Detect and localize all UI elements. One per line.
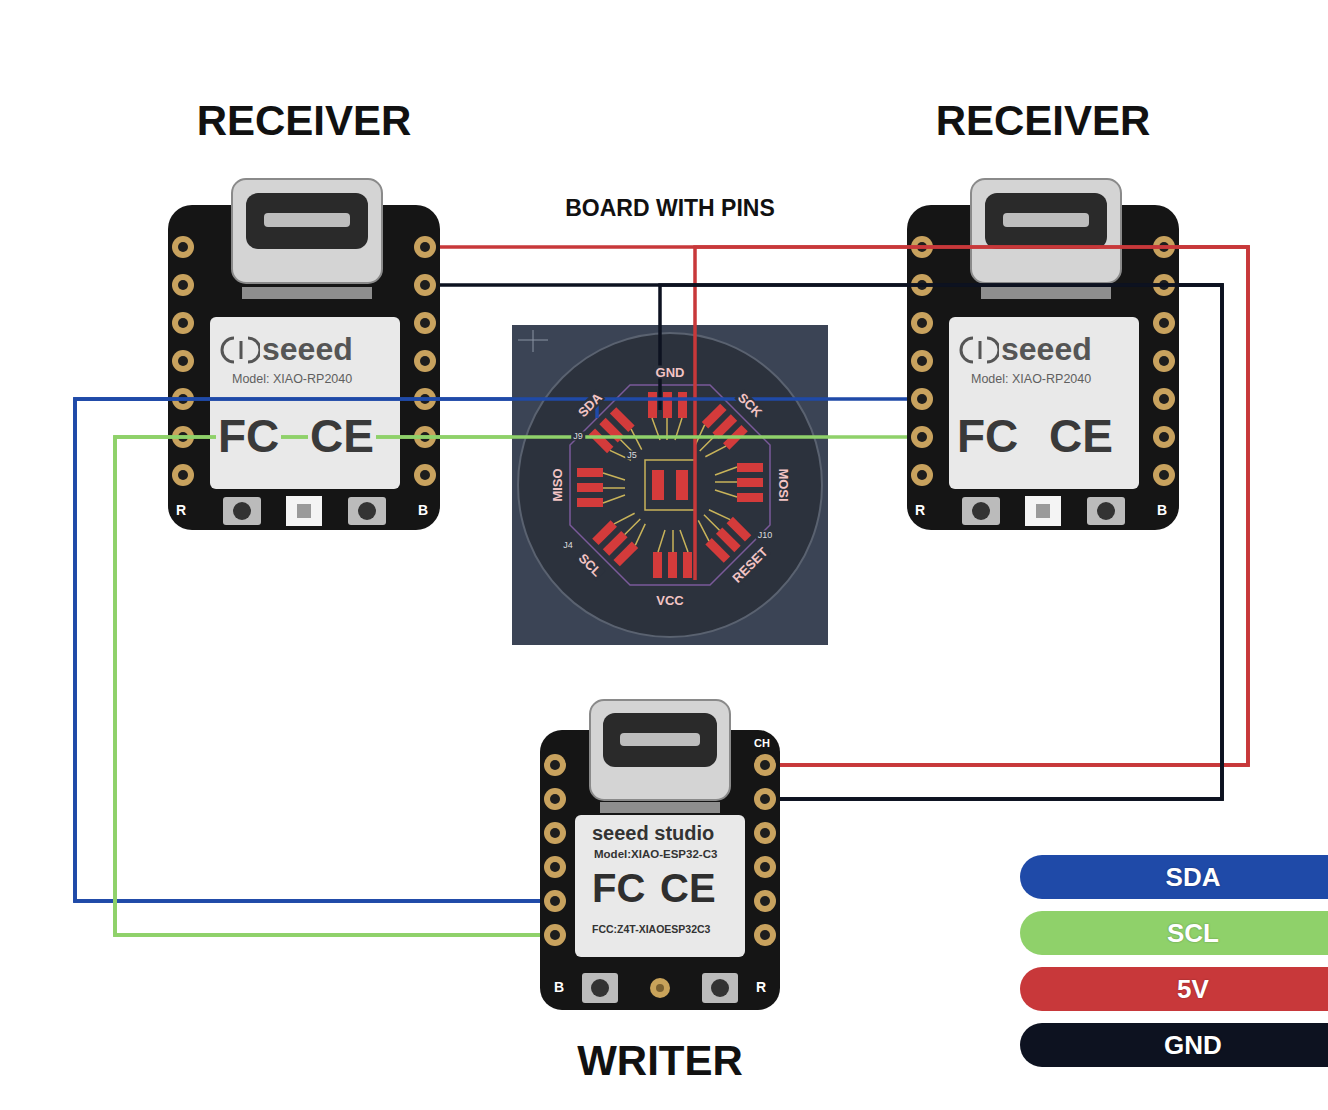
receiver-board: RECEIVERseeedModel: XIAO-RP2040FCCERB [168,205,440,530]
legend: SDA SCL 5V GND [1020,855,1328,1079]
board-heading: BOARD WITH PINS [565,197,775,220]
jumper-wire [115,437,540,935]
legend-swatch: 5V [1020,967,1328,1011]
pin-label: RESET [729,544,772,587]
legend-swatch: SDA [1020,855,1328,899]
legend-text: 5V [1020,967,1328,1011]
writer-board: WRITERseeed studioModel:XIAO-ESP32-C3FCC… [540,730,780,1010]
jumper-wire [695,247,1248,765]
xiao-esp32c3-board [540,700,780,1010]
connector-ref: J10 [756,531,775,540]
model-label: Model: XIAO-RP2040 [969,373,1093,386]
cert-mark: FC [590,868,647,908]
connector-ref: J4 [561,541,575,550]
jumper-wire [75,399,540,901]
jumper-wire [780,247,1248,765]
pin-board: BOARD WITH PINSGNDSDASCKMISOMOSISCLRESET… [512,325,828,645]
model-label: Model: XIAO-RP2040 [230,373,354,386]
connector-ref: J5 [625,451,639,460]
jumper-wire [780,285,1222,799]
board-heading: RECEIVER [936,100,1151,142]
model-label: Model:XIAO-ESP32-C3 [592,849,719,861]
pin-label: VCC [654,594,685,607]
cert-mark: CE [658,868,718,908]
legend-text: SCL [1020,911,1328,955]
board-heading: WRITER [577,1040,743,1082]
button-label: B [554,980,564,994]
jumper-wire [440,247,1248,765]
jumper-wire [440,285,1222,799]
charge-label: CH [754,738,770,749]
cert-mark: FC [216,413,281,459]
legend-text: GND [1020,1023,1328,1067]
connector-ref: J9 [571,432,585,441]
jumper-wire [660,285,1222,799]
brand-name: seeed [999,333,1094,365]
legend-swatch: SCL [1020,911,1328,955]
jumper-wire [75,399,907,901]
legend-swatch: GND [1020,1023,1328,1067]
pin-label: MOSI [777,466,790,503]
jumper-wire [115,437,907,935]
fcc-id: FCC:Z4T-XIAOESP32C3 [590,924,712,935]
pin-board-art [512,325,828,645]
button-label: B [1157,503,1167,517]
cert-mark: FC [955,413,1020,459]
pin-label: SDA [574,389,605,420]
jumper-wire [115,437,540,935]
pin-label: SCL [575,550,605,580]
pin-label: MISO [551,466,564,503]
board-heading: RECEIVER [197,100,412,142]
cert-mark: CE [308,413,376,459]
jumper-wire [75,399,540,901]
button-label: R [176,503,186,517]
button-label: R [915,503,925,517]
receiver-board-art [907,179,1179,530]
cert-mark: CE [1047,413,1115,459]
brand-name: seeed studio [590,823,716,843]
legend-text: SDA [1020,855,1328,899]
brand-name: seeed [260,333,355,365]
pin-label: SCK [734,389,765,420]
receiver-board-art [168,179,440,530]
pin-label: GND [654,366,687,379]
button-label: B [418,503,428,517]
button-label: R [756,980,766,994]
receiver-board: RECEIVERseeedModel: XIAO-RP2040FCCERB [907,205,1179,530]
